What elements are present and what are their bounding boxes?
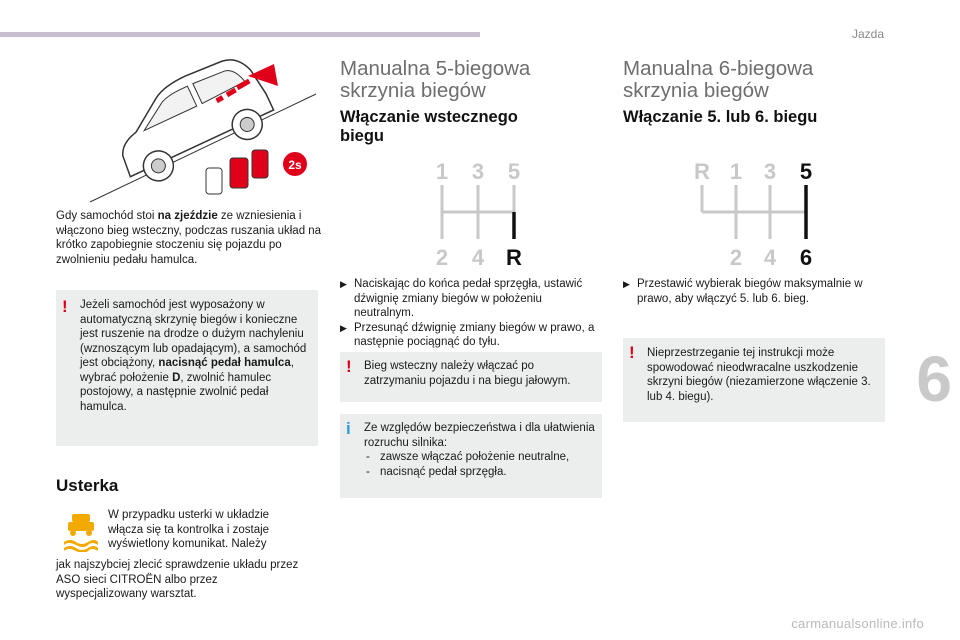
warning-panel-6-speed: ! Nieprzestrzeganie tej instrukcji może … [623,338,885,422]
intro-bold: na zjeździe [157,210,218,222]
list-item: ▶Naciskając do końca pedał sprzęgła, ust… [340,278,583,319]
arrow-right-icon: ▶ [340,322,347,333]
chapter-number: 6 [916,343,952,415]
warning-panel-automatic: ! Jeżeli samochód jest wyposażony w auto… [56,290,318,446]
intro-paragraph: Gdy samochód stoi na zjeździe ze wzniesi… [56,209,322,267]
title-6-speed: Manualna 6-biegowa skrzynia biegów [623,57,814,102]
gear-label-1: 1 [730,159,742,184]
exclamation-icon: ! [346,357,352,376]
header-bar [0,32,480,37]
gear-label-1: 1 [436,159,448,184]
list-item: -nacisnąć pedał sprzęgła. [366,465,507,478]
arrow-right-icon: ▶ [623,279,630,289]
exclamation-icon: ! [629,343,635,362]
exclamation-icon: ! [62,297,68,316]
gear-label-2: 2 [730,245,742,270]
gear-label-2: 2 [436,245,448,270]
fault-text-part1: W przypadku usterki w układzie włącza si… [108,509,270,550]
info-text: Ze względów bezpieczeństwa i dla ułatwie… [364,422,595,478]
list-item: -zawsze włączać położenie neutralne, [366,451,570,463]
section-label: Jazda [851,27,884,41]
list-item: ▶Przestawić wybierak biegów maksymalnie … [623,278,863,305]
subtitle-reverse: Włączanie wstecznego biegu [340,108,518,145]
timer-badge: 2s [288,158,302,172]
gear-label-4: 4 [472,245,485,270]
hill-assist-warning-lamp-icon [64,514,98,552]
gear-label-3: 3 [472,159,484,184]
fault-heading: Usterka [56,476,119,495]
title-5-speed: Manualna 5-biegowa skrzynia biegów [340,57,531,102]
warning-panel-reverse: ! Bieg wsteczny należy włączać po zatrzy… [340,352,602,402]
intro-text-end: ze wzniesienia i włączono bieg wsteczny,… [56,210,322,266]
reverse-instructions: ▶Naciskając do końca pedał sprzęgła, ust… [340,277,602,350]
gear-label-5: 5 [800,159,812,184]
gear-diagram-6-speed: R 1 3 5 2 4 6 [694,159,812,270]
list-item: ▶Przesunąć dźwignię zmiany biegów w praw… [340,321,595,349]
gear-5-6-instructions: ▶Przestawić wybierak biegów maksymalnie … [623,277,886,306]
info-icon: i [346,419,351,438]
intro-text: Gdy samochód stoi [56,210,158,222]
info-panel-safety: i Ze względów bezpieczeństwa i dla ułatw… [340,414,602,498]
gear-label-3: 3 [764,159,776,184]
gear-label-4: 4 [764,245,777,270]
gear-label-reverse: R [506,245,522,270]
watermark: carmanualsonline.info [791,616,924,631]
arrow-right-icon: ▶ [340,279,347,289]
warning-text: Nieprzestrzeganie tej instrukcji może sp… [647,347,871,403]
car-on-slope-illustration: 2s [89,59,317,203]
gear-label-reverse: R [694,159,710,184]
gear-label-5: 5 [508,159,520,184]
subtitle-5-6-gear: Włączanie 5. lub 6. biegu [623,108,818,126]
warning-text: Jeżeli samochód jest wyposażony w automa… [80,299,307,413]
warning-text: Bieg wsteczny należy włączać po zatrzyma… [364,360,571,387]
gear-label-6: 6 [800,245,812,270]
gear-diagram-5-speed: 1 3 5 2 4 R [436,159,522,270]
fault-text-part2: jak najszybciej zlecić sprawdzenie układ… [56,559,299,600]
